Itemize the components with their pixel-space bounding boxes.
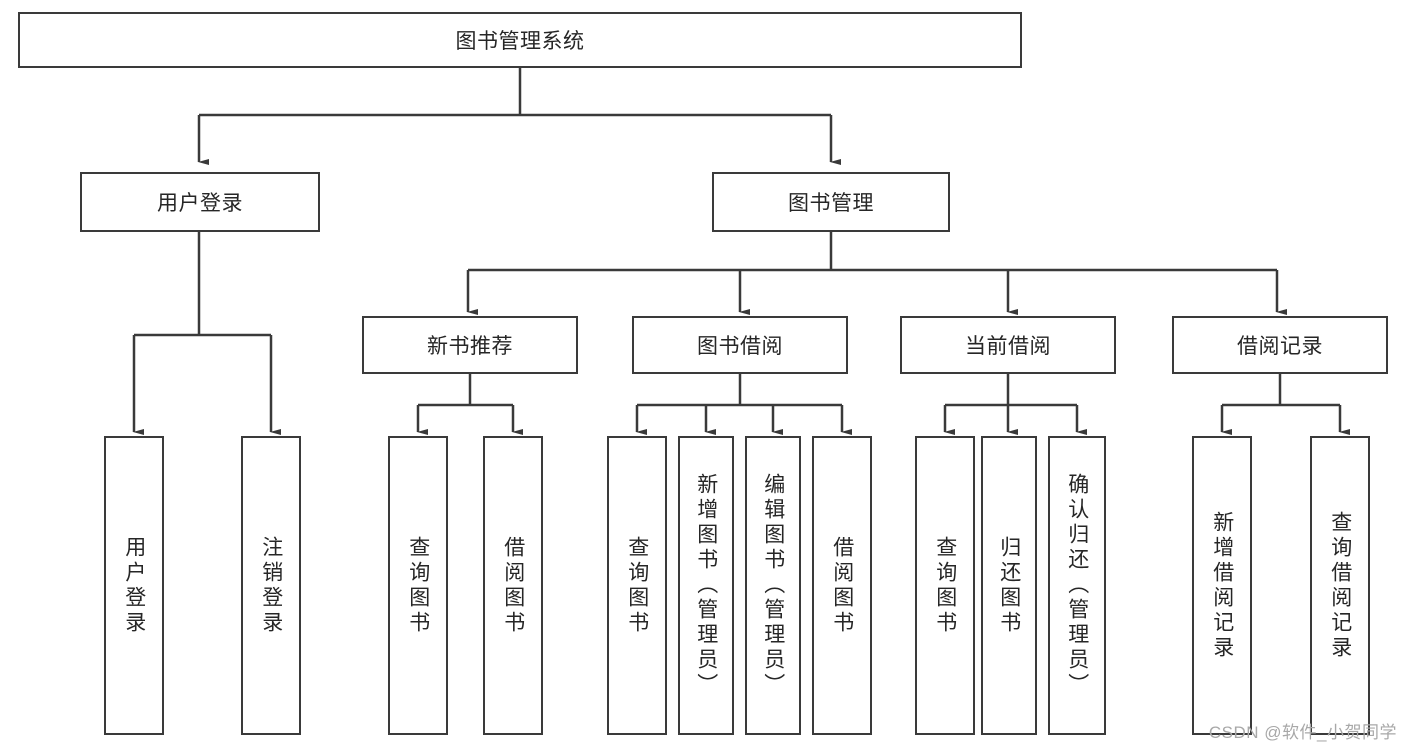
leaf-current-return-book[interactable]: 归还图书 (981, 436, 1037, 735)
node-label: 借阅图书 (501, 535, 525, 636)
leaf-user-login-signin[interactable]: 用户登录 (104, 436, 164, 735)
leaf-record-query-record[interactable]: 查询借阅记录 (1310, 436, 1370, 735)
node-label: 查询图书 (406, 535, 430, 636)
leaf-current-confirm-return-admin[interactable]: 确认归还（管理员） (1048, 436, 1106, 735)
node-label: 借阅图书 (830, 535, 854, 636)
node-label: 图书管理 (788, 192, 874, 215)
node-borrow-record[interactable]: 借阅记录 (1172, 316, 1388, 374)
leaf-borrow-edit-book-admin[interactable]: 编辑图书（管理员） (745, 436, 801, 735)
node-label: 注销登录 (259, 535, 283, 636)
node-user-login[interactable]: 用户登录 (80, 172, 320, 232)
node-label: 图书管理系统 (455, 30, 585, 53)
node-label: 归还图书 (997, 535, 1021, 636)
node-book-management[interactable]: 图书管理 (712, 172, 950, 232)
node-new-book-recommend[interactable]: 新书推荐 (362, 316, 578, 374)
node-label: 当前借阅 (965, 335, 1051, 358)
node-label: 查询图书 (625, 535, 649, 636)
node-book-borrow[interactable]: 图书借阅 (632, 316, 848, 374)
leaf-borrow-query-book[interactable]: 查询图书 (607, 436, 667, 735)
leaf-user-login-signout[interactable]: 注销登录 (241, 436, 301, 735)
node-label: 确认归还（管理员） (1065, 473, 1089, 698)
node-label: 新增借阅记录 (1210, 510, 1234, 661)
node-label: 用户登录 (157, 192, 243, 215)
node-label: 图书借阅 (697, 335, 783, 358)
node-label: 新增图书（管理员） (694, 473, 718, 698)
csdn-watermark: CSDN @软件_小贺同学 (1208, 723, 1397, 742)
node-label: 借阅记录 (1237, 335, 1323, 358)
node-label: 查询借阅记录 (1328, 510, 1352, 661)
node-current-borrow[interactable]: 当前借阅 (900, 316, 1116, 374)
node-label: 编辑图书（管理员） (761, 473, 785, 698)
node-label: 用户登录 (122, 535, 146, 636)
leaf-record-add-record[interactable]: 新增借阅记录 (1192, 436, 1252, 735)
node-root-library-system[interactable]: 图书管理系统 (18, 12, 1022, 68)
leaf-borrow-add-book-admin[interactable]: 新增图书（管理员） (678, 436, 734, 735)
leaf-recommend-borrow-book[interactable]: 借阅图书 (483, 436, 543, 735)
leaf-current-query-book[interactable]: 查询图书 (915, 436, 975, 735)
leaf-borrow-borrow-book[interactable]: 借阅图书 (812, 436, 872, 735)
node-label: 新书推荐 (427, 335, 513, 358)
leaf-recommend-query-book[interactable]: 查询图书 (388, 436, 448, 735)
node-label: 查询图书 (933, 535, 957, 636)
